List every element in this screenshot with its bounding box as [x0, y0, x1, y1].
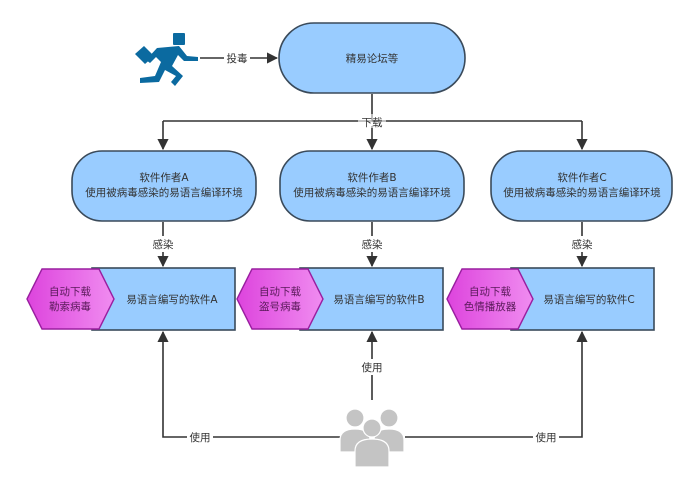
node-payload-b-line2: 盗号病毒: [259, 300, 301, 313]
label-infect-c: 感染: [572, 238, 593, 251]
node-payload-b-line1: 自动下载: [259, 285, 301, 298]
node-software-b-shape: [299, 267, 444, 331]
node-author-b: 软件作者B 使用被病毒感染的易语言编译环境: [279, 150, 465, 222]
node-author-a-title: 软件作者A: [139, 171, 189, 184]
label-use-a: 使用: [190, 431, 211, 444]
node-software-b-label: 易语言编写的软件B: [333, 293, 424, 306]
running-man-icon: [135, 33, 198, 86]
node-author-c-shape: [490, 150, 673, 222]
node-payload-a-line2: 勒索病毒: [49, 300, 91, 313]
label-infect-b: 感染: [362, 238, 383, 251]
node-software-c-shape: [510, 267, 655, 331]
node-author-c: 软件作者C 使用被病毒感染的易语言编译环境: [490, 150, 673, 222]
node-author-a-desc: 使用被病毒感染的易语言编译环境: [85, 186, 243, 199]
node-payload-a-line1: 自动下载: [49, 285, 91, 298]
user-group-icon: [339, 408, 405, 468]
node-author-a-shape: [71, 150, 257, 222]
label-infect-a: 感染: [153, 238, 174, 251]
node-payload-c-line1: 自动下载: [469, 285, 511, 298]
node-software-c-label: 易语言编写的软件C: [543, 293, 634, 306]
edge-labels: 投毒 下载 感染 感染 感染 使用 使用 使用: [150, 50, 595, 445]
node-forum-shape: [278, 22, 466, 94]
node-author-b-desc: 使用被病毒感染的易语言编译环境: [293, 186, 451, 199]
node-author-c-title: 软件作者C: [557, 171, 606, 184]
node-software-c: 易语言编写的软件C: [510, 267, 655, 331]
label-download: 下载: [362, 117, 383, 129]
node-author-a: 软件作者A 使用被病毒感染的易语言编译环境: [71, 150, 257, 222]
node-payload-b: 自动下载 盗号病毒: [236, 268, 324, 330]
label-use-c: 使用: [536, 431, 557, 444]
node-author-b-title: 软件作者B: [347, 171, 396, 184]
node-payload-a: 自动下载 勒索病毒: [26, 268, 115, 330]
node-payload-c: 自动下载 色情播放器: [446, 268, 534, 330]
node-payload-b-shape: [236, 268, 324, 330]
node-software-b: 易语言编写的软件B: [299, 267, 444, 331]
node-software-a-label: 易语言编写的软件A: [126, 293, 218, 306]
node-forum-label: 精易论坛等: [346, 52, 399, 65]
node-payload-a-shape: [26, 268, 115, 330]
label-use-b: 使用: [362, 361, 383, 374]
node-payload-c-shape: [446, 268, 534, 330]
edge-use-a: [157, 330, 340, 438]
node-forum: 精易论坛等: [278, 22, 466, 94]
node-author-c-desc: 使用被病毒感染的易语言编译环境: [503, 186, 661, 199]
label-poison: 投毒: [227, 52, 248, 65]
node-author-b-shape: [279, 150, 465, 222]
edge-use-c: [405, 330, 588, 438]
node-payload-c-line2: 色情播放器: [464, 300, 517, 313]
